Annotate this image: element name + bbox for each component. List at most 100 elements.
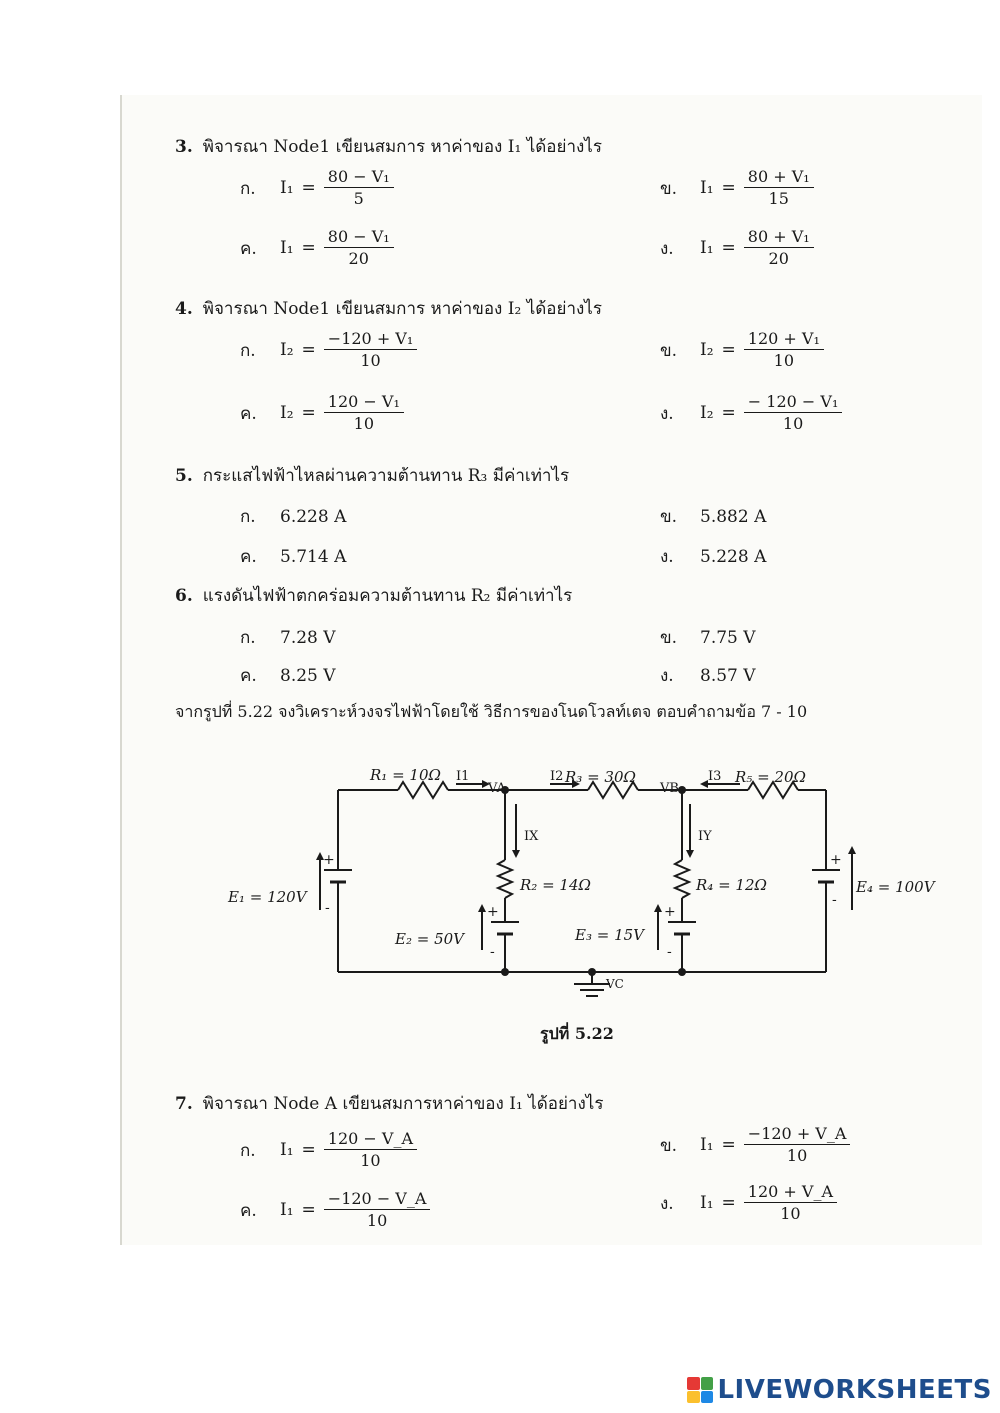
label-vb: VB — [659, 781, 679, 796]
denominator: 10 — [360, 1151, 381, 1171]
option-letter: ข. — [660, 178, 678, 199]
question-number: 4. — [175, 299, 193, 319]
equals-sign: = — [721, 403, 736, 424]
option-letter: ค. — [240, 547, 257, 567]
option-variable: I₂ — [280, 340, 294, 361]
option-letter: ค. — [240, 666, 257, 686]
label-e4: E₄ = 100V — [855, 878, 937, 896]
question-6: 6.แรงดันไฟฟ้าตกคร่อมความต้านทาน R₂ มีค่า… — [175, 582, 572, 609]
denominator: 15 — [768, 189, 789, 209]
polarity-plus: + — [664, 904, 676, 920]
option-variable: I₁ — [280, 1140, 294, 1161]
denominator: 10 — [786, 1146, 808, 1166]
option-variable: I₁ — [700, 178, 714, 199]
equals-sign: = — [721, 238, 736, 259]
option-letter: ข. — [660, 1135, 678, 1156]
option-letter: ข. — [660, 628, 678, 648]
option-variable: I₁ — [700, 1193, 714, 1214]
question-3: 3.พิจารณา Node1 เขียนสมการ หาค่าของ I₁ ไ… — [175, 133, 602, 160]
label-e3: E₃ = 15V — [574, 926, 646, 944]
option-value: 6.228 A — [280, 506, 347, 527]
numerator: 120 + V₁ — [743, 329, 824, 351]
denominator: 5 — [353, 189, 364, 209]
question-number: 6. — [175, 586, 193, 606]
option-value: 5.228 A — [700, 546, 767, 567]
option-variable: I₂ — [700, 403, 714, 424]
numerator: 80 − V₁ — [323, 227, 394, 249]
liveworksheets-logo[interactable]: LIVEWORKSHEETS — [687, 1375, 992, 1405]
polarity-minus: - — [667, 944, 672, 960]
label-r3: R₃ = 30Ω — [564, 768, 636, 786]
option-letter: ก. — [240, 507, 256, 527]
label-i1: I1 — [456, 769, 469, 784]
polarity-minus: - — [832, 892, 837, 908]
label-r1: R₁ = 10Ω — [369, 766, 441, 784]
brand-name: LIVEWORKSHEETS — [717, 1375, 992, 1405]
option-letter: ค. — [240, 238, 257, 259]
polarity-plus: + — [487, 904, 499, 920]
question-number: 3. — [175, 137, 193, 157]
option-variable: I₂ — [700, 340, 714, 361]
numerator: 120 − V_A — [323, 1129, 418, 1151]
numerator: 120 + V_A — [743, 1182, 838, 1204]
polarity-plus: + — [830, 852, 842, 868]
label-va: VA — [487, 781, 507, 796]
option-value: 7.28 V — [280, 627, 336, 648]
numerator: − 120 − V₁ — [743, 392, 843, 414]
q5-option-d[interactable]: ง.5.228 A — [660, 543, 766, 570]
equals-sign: = — [721, 340, 736, 361]
option-variable: I₁ — [700, 1135, 714, 1156]
q6-option-d[interactable]: ง.8.57 V — [660, 662, 756, 689]
option-letter: ง. — [660, 1193, 674, 1214]
label-ix: IX — [524, 829, 539, 844]
option-letter: ก. — [240, 1140, 256, 1161]
equals-sign: = — [721, 178, 736, 199]
logo-icon — [687, 1377, 714, 1403]
label-i3: I3 — [708, 769, 721, 784]
q6-option-b[interactable]: ข.7.75 V — [660, 624, 756, 651]
q6-option-c[interactable]: ค. 8.25 V — [240, 662, 336, 689]
option-letter: ง. — [660, 403, 674, 424]
section-intro: จากรูปที่ 5.22 จงวิเคราะห์วงจรไฟฟ้าโดยใช… — [175, 702, 808, 721]
question-prompt: พิจารณา Node1 เขียนสมการ หาค่าของ I₂ ได้… — [202, 299, 602, 319]
equals-sign: = — [301, 340, 316, 361]
question-prompt: กระแสไฟฟ้าไหลผ่านความต้านทาน R₃ มีค่าเท่… — [202, 466, 570, 486]
option-value: 8.25 V — [280, 665, 336, 686]
option-letter: ข. — [660, 340, 678, 361]
question-prompt: พิจารณา Node A เขียนสมการหาค่าของ I₁ ได้… — [202, 1094, 604, 1114]
q5-option-b[interactable]: ข.5.882 A — [660, 503, 766, 530]
q5-option-a[interactable]: ก. 6.228 A — [240, 503, 346, 530]
option-value: 5.714 A — [280, 546, 347, 567]
numerator: 80 − V₁ — [323, 167, 394, 189]
equals-sign: = — [301, 178, 316, 199]
option-letter: ก. — [240, 178, 256, 199]
option-variable: I₁ — [280, 1200, 294, 1221]
numerator: −120 − V_A — [323, 1189, 431, 1211]
option-variable: I₁ — [700, 238, 714, 259]
q5-option-c[interactable]: ค. 5.714 A — [240, 543, 346, 570]
scanned-page — [120, 95, 982, 1245]
equals-sign: = — [301, 238, 316, 259]
q6-option-a[interactable]: ก.7.28 V — [240, 624, 336, 651]
figure-caption: รูปที่ 5.22 — [540, 1024, 614, 1043]
